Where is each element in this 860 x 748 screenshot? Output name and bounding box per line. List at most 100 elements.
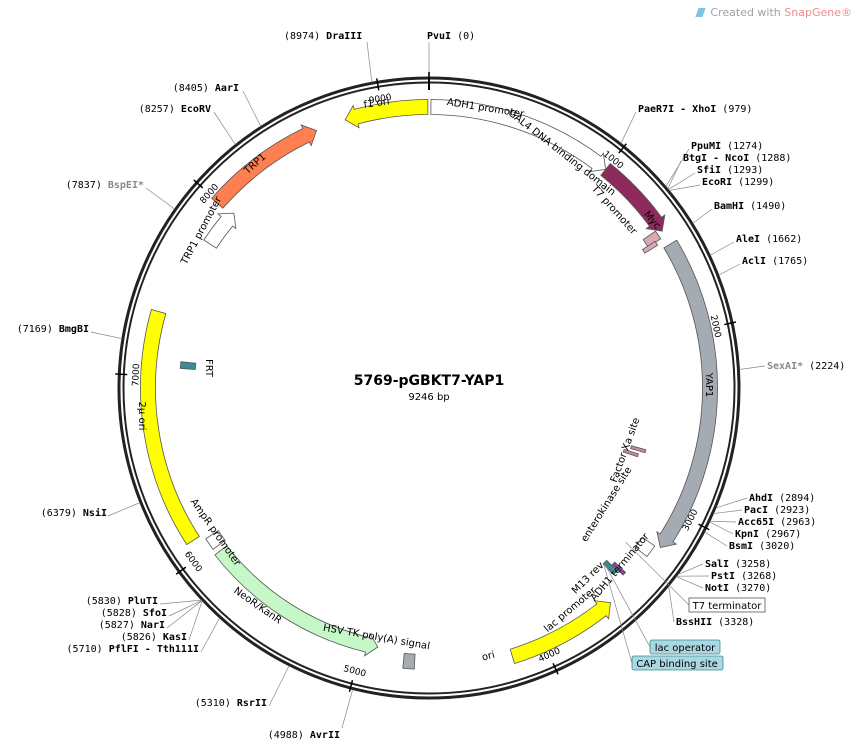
site-label-pflfi-tth111i[interactable]: (5710) PflFI - Tth111I bbox=[67, 644, 199, 655]
site-label-kasi[interactable]: (5826) KasI bbox=[121, 632, 187, 643]
site-label-psti[interactable]: PstI (3268) bbox=[711, 571, 777, 582]
leader-avrii bbox=[341, 689, 353, 729]
site-label-paci[interactable]: PacI (2923) bbox=[744, 505, 810, 516]
tick-9000 bbox=[376, 78, 380, 91]
feature-hsv-tk-poly-a-signal[interactable] bbox=[402, 652, 416, 670]
site-label-kpni[interactable]: KpnI (2967) bbox=[735, 529, 801, 540]
leader-nari bbox=[166, 600, 203, 629]
site-label-avrii[interactable]: (4988) AvrII bbox=[268, 730, 340, 741]
site-label-nari[interactable]: (5827) NarI bbox=[99, 620, 165, 631]
tick-7000 bbox=[115, 373, 128, 376]
leader-bamhi bbox=[692, 208, 713, 224]
leader-sali bbox=[677, 563, 704, 575]
site-label-sfoi[interactable]: (5828) SfoI bbox=[101, 608, 167, 619]
site-label-paer7i-xhoi[interactable]: PaeR7I - XhoI (979) bbox=[638, 104, 752, 115]
feature-trp1-promoter[interactable] bbox=[203, 212, 237, 249]
feature-ori[interactable] bbox=[509, 600, 611, 665]
feature-adh1-terminator[interactable] bbox=[634, 536, 656, 558]
leader-alei bbox=[710, 241, 735, 256]
feature-adh1-promoter[interactable] bbox=[430, 99, 607, 173]
leader-lac-operator bbox=[605, 564, 651, 648]
feature-label-yap1: YAP1 bbox=[703, 372, 714, 398]
leader-aari bbox=[242, 90, 262, 127]
svg-text:lac operator: lac operator bbox=[655, 643, 716, 654]
site-label-bspei[interactable]: (7837) BspEI* bbox=[66, 180, 144, 191]
leader-ecorv bbox=[213, 111, 236, 145]
tick-1000 bbox=[618, 143, 627, 154]
tick-label-5000: 5000 bbox=[342, 664, 367, 680]
site-label-bsmi[interactable]: BsmI (3020) bbox=[729, 541, 795, 552]
site-label-ecorv[interactable]: (8257) EcoRV bbox=[139, 104, 211, 115]
boxed-label-t7-terminator[interactable]: T7 terminator bbox=[688, 597, 766, 613]
site-label-nsii[interactable]: (6379) NsiI bbox=[41, 507, 107, 519]
site-label-sfii[interactable]: SfiI (1293) bbox=[697, 164, 763, 176]
tick-label-7000: 7000 bbox=[131, 363, 142, 387]
leader-sfii bbox=[668, 172, 696, 190]
feature-yap1[interactable] bbox=[656, 239, 718, 549]
site-label-aari[interactable]: (8405) AarI bbox=[173, 83, 239, 94]
site-label-sexai[interactable]: SexAI* (2224) bbox=[767, 361, 845, 372]
feature-trp1[interactable] bbox=[211, 124, 318, 209]
feature-m13-rev[interactable] bbox=[611, 561, 627, 576]
feature-lac-promoter[interactable] bbox=[602, 559, 618, 576]
feature-enterokinase-site[interactable] bbox=[622, 448, 639, 458]
site-label-acli[interactable]: AclI (1765) bbox=[742, 256, 808, 267]
feature-label-ori: ori bbox=[481, 650, 496, 664]
svg-text:T7 terminator: T7 terminator bbox=[692, 601, 763, 612]
site-label-rsrii[interactable]: (5310) RsrII bbox=[195, 698, 267, 709]
leader-kpni bbox=[709, 521, 734, 535]
feature-layer bbox=[140, 99, 718, 670]
site-label-btgi-ncoi[interactable]: BtgI - NcoI (1288) bbox=[683, 153, 791, 164]
credit-prefix: Created with bbox=[710, 6, 785, 19]
plasmid-name: 5769-pGBKT7-YAP1 bbox=[354, 373, 505, 389]
leader-pflfi bbox=[200, 617, 220, 653]
feature-2-ori[interactable] bbox=[140, 309, 200, 546]
leader-nsii bbox=[107, 502, 141, 517]
credit-reg: ® bbox=[841, 6, 852, 19]
leader-ecori bbox=[669, 184, 701, 191]
leader-bsmi bbox=[704, 531, 728, 547]
leader-ahdi bbox=[715, 497, 748, 509]
tick-6000 bbox=[175, 566, 187, 575]
tick-2000 bbox=[724, 321, 737, 326]
site-label-bamhi[interactable]: BamHI (1490) bbox=[714, 201, 786, 212]
leader-paci bbox=[713, 509, 743, 514]
feature-frt[interactable] bbox=[179, 361, 197, 371]
site-label-pvui[interactable]: PvuI (0) bbox=[427, 31, 475, 42]
feature-f1-ori[interactable] bbox=[344, 99, 429, 129]
feature-label-gal4: GAL4 DNA binding domain bbox=[506, 108, 617, 198]
site-label-noti[interactable]: NotI (3270) bbox=[705, 583, 771, 594]
site-label-ahdi[interactable]: AhdI (2894) bbox=[749, 493, 815, 504]
leader-acli bbox=[718, 263, 741, 276]
leader-t7-terminator bbox=[625, 542, 690, 606]
leader-btgi bbox=[667, 160, 682, 189]
feature-label-frt: FRT bbox=[203, 359, 214, 378]
feature-t7-promoter[interactable] bbox=[641, 240, 659, 254]
site-label-draiii[interactable]: (8974) DraIII bbox=[284, 31, 362, 42]
feature-ampr-promoter[interactable] bbox=[205, 529, 226, 550]
plasmid-length: 9246 bp bbox=[408, 392, 449, 403]
site-label-ecori[interactable]: EcoRI (1299) bbox=[702, 177, 774, 188]
site-label-sali[interactable]: SalI (3258) bbox=[705, 559, 771, 570]
site-label-bmgbi[interactable]: (7169) BmgBI bbox=[17, 324, 89, 335]
feature-neor-kanr[interactable] bbox=[214, 545, 379, 657]
leader-acc65i bbox=[710, 520, 737, 523]
site-label-pluti[interactable]: (5830) PluTI bbox=[86, 596, 158, 607]
boxed-label-lac-operator[interactable]: lac operator bbox=[649, 639, 721, 655]
boxed-label-cap-binding-site[interactable]: CAP binding site bbox=[631, 655, 724, 671]
site-label-acc65i[interactable]: Acc65I (2963) bbox=[738, 517, 816, 528]
site-label-ppumi[interactable]: PpuMI (1274) bbox=[691, 141, 763, 152]
site-label-bsshii[interactable]: BssHII (3328) bbox=[676, 617, 754, 628]
feature-label-f1-ori: f1 ori bbox=[363, 96, 390, 111]
leader-pluti bbox=[159, 599, 202, 605]
leader-layer bbox=[90, 41, 766, 729]
site-label-layer: PvuI (0) (8974) DraIII (8405) AarI (8257… bbox=[17, 31, 846, 741]
leader-sexai bbox=[739, 365, 766, 370]
leader-cap-binding bbox=[603, 566, 633, 664]
feature-factor-xa-site[interactable] bbox=[630, 445, 647, 454]
site-label-alei[interactable]: AleI (1662) bbox=[736, 234, 802, 245]
feature-gal4-dna-binding-domain[interactable] bbox=[600, 163, 666, 232]
leader-bmgbi bbox=[90, 331, 123, 339]
leader-noti bbox=[676, 576, 704, 589]
